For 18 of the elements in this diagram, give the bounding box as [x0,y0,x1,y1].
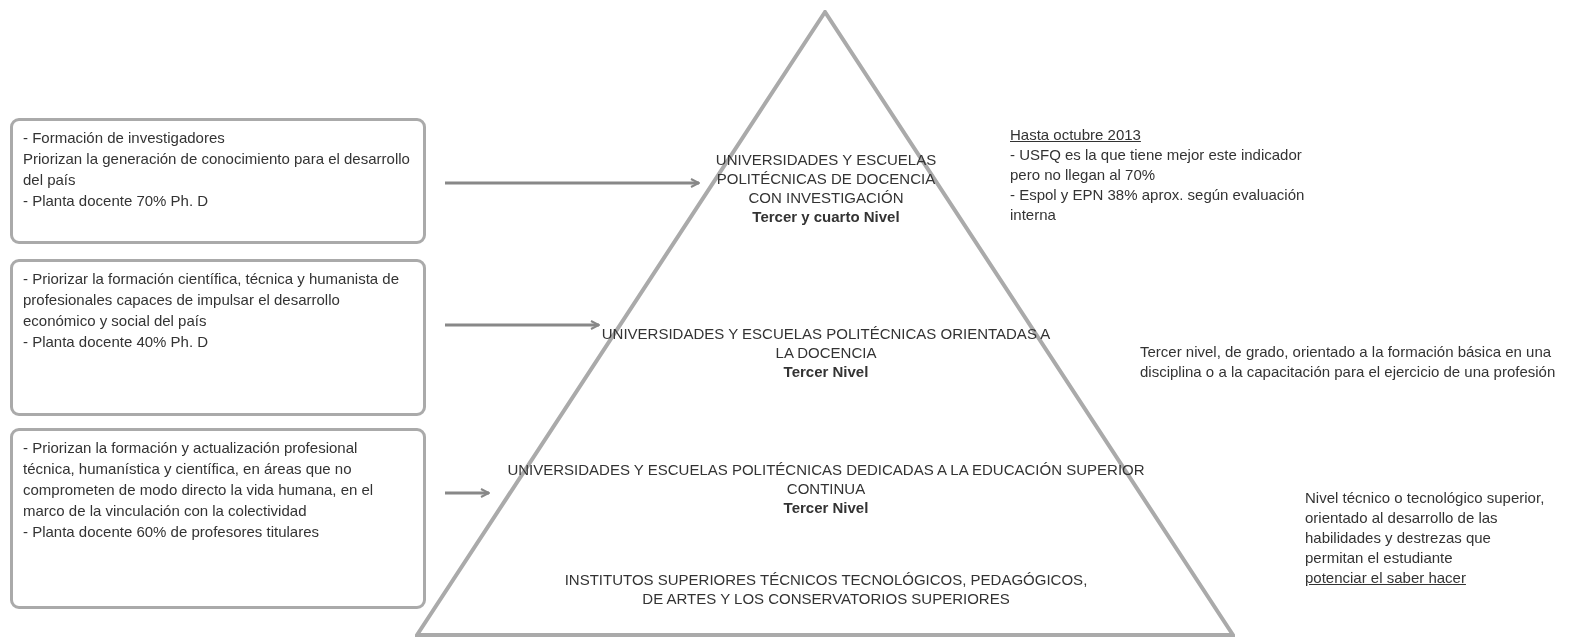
description-box: - Priorizar la formación científica, técnica y humanista de profesionales capaces de impulsar el desarrollo económico y social del país - Planta docente 40% Ph. D [10,259,426,416]
arrow [445,488,490,498]
description-box: - Priorizan la formación y actualización profesional técnica, humanística y científica, en áreas que no comprometen de modo directo la vida humana, en el marco de la vinculación con la colectividad - Planta docente 60% de profesores titulares [10,428,426,609]
tier-title: INSTITUTOS SUPERIORES TÉCNICOS TECNOLÓGICOS, PEDAGÓGICOS, DE ARTES Y LOS CONSERVATORIOS SUPERIORES [563,570,1089,608]
note-text: potenciar el saber hacer [1305,568,1466,588]
level-label: Tercer Nivel [782,498,870,517]
tier-title: UNIVERSIDADES Y ESCUELAS POLITÉCNICAS DEDICADAS A LA EDUCACIÓN SUPERIOR CONTINUA [506,460,1146,498]
arrow [445,178,700,188]
note-heading: Hasta octubre 2013 [1010,125,1141,145]
level-label: Tercer Nivel [782,362,870,381]
arrow [445,320,600,330]
note-text: - USFQ es la que tiene mejor este indicador pero no llegan al 70% [1010,145,1303,185]
tier-title: UNIVERSIDADES Y ESCUELAS POLITÉCNICAS DE DOCENCIA CON INVESTIGACIÓN [714,150,938,207]
note-text: - Espol y EPN 38% aprox. según evaluación interna [1010,185,1306,225]
note-text: Tercer nivel, de grado, orientado a la formación básica en una disciplina o a la capacitación para el ejercicio de una profesión [1140,342,1557,382]
description-box: - Formación de investigadores Priorizan la generación de conocimiento para el desarrollo del país - Planta docente 70% Ph. D [10,118,426,244]
level-label: Tercer y cuarto Nivel [751,207,901,226]
tier-title: UNIVERSIDADES Y ESCUELAS POLITÉCNICAS ORIENTADAS A LA DOCENCIA [600,324,1052,362]
